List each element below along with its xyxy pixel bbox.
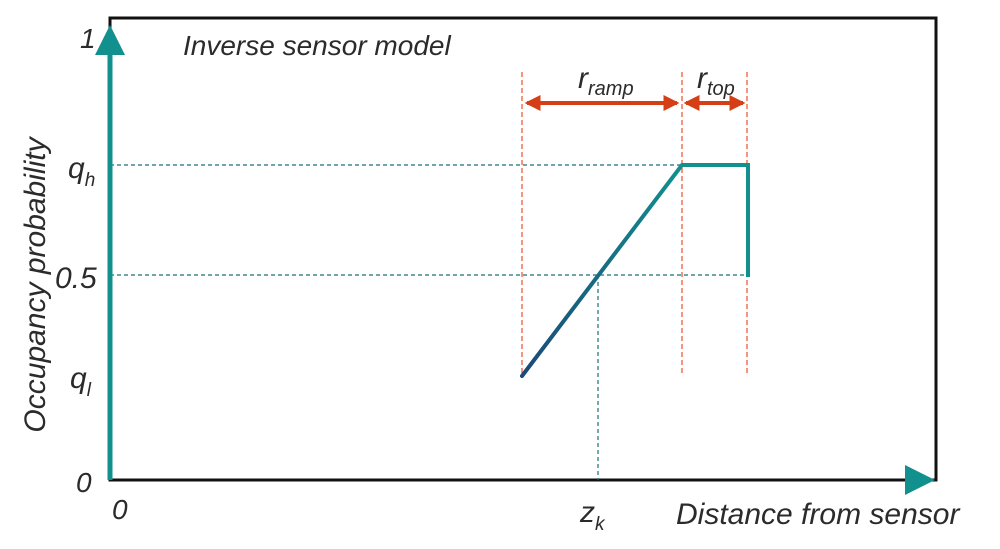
y-tick-qh: qh <box>68 152 95 191</box>
x-axis-label: Distance from sensor <box>676 498 960 531</box>
y-axis-label: Occupancy probability <box>19 135 52 432</box>
model-curve-top <box>682 163 750 277</box>
x-tick-zk: zk <box>579 496 606 535</box>
y-tick-ql: ql <box>70 362 92 401</box>
y-tick-half: 0.5 <box>55 262 97 295</box>
diagram-title: Inverse sensor model <box>183 30 451 61</box>
r-top-label: rtop <box>697 62 735 100</box>
y-tick-one: 1 <box>80 23 96 54</box>
y-tick-zero: 0 <box>76 467 92 498</box>
model-curve-ramp <box>520 163 684 378</box>
plot-frame <box>108 16 938 482</box>
r-ramp-label: rramp <box>578 62 634 100</box>
x-tick-zero: 0 <box>112 494 128 525</box>
